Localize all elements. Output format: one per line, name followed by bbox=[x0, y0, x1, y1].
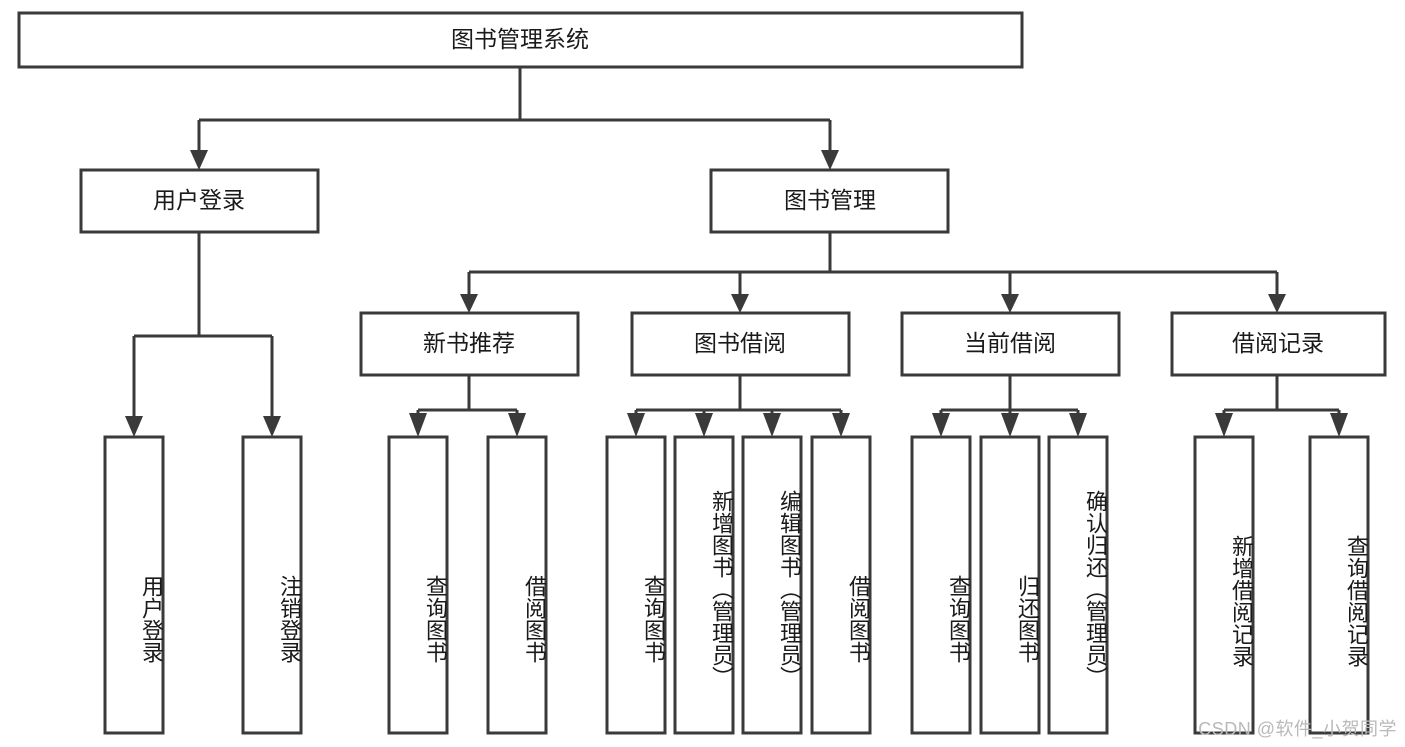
leaf-box-book-borrow-4[interactable] bbox=[810, 435, 872, 735]
arrow-head-borrow-record bbox=[1268, 294, 1286, 313]
arrow-head-book-mgmt bbox=[821, 150, 839, 170]
leaf-box-current-borrow-2[interactable] bbox=[979, 435, 1041, 735]
leaf-box-new-book-2[interactable] bbox=[486, 435, 548, 735]
leaf-box-user-login-1[interactable] bbox=[103, 435, 165, 735]
node-current-borrow-label: 当前借阅 bbox=[964, 330, 1056, 356]
arrow-head-leaf-book-borrow-4 bbox=[832, 413, 850, 437]
csdn-watermark: CSDN @软件_小贺同学 bbox=[1198, 719, 1397, 739]
node-user-login-box[interactable] bbox=[79, 168, 320, 234]
node-borrow-record[interactable]: 借阅记录 bbox=[1170, 311, 1387, 377]
arrow-head-leaf-new-book-1 bbox=[409, 413, 427, 437]
arrow-head-leaf-borrow-record-1 bbox=[1215, 413, 1233, 437]
node-root[interactable]: 图书管理系统 bbox=[17, 11, 1024, 69]
arrow-head-new-book-recommend bbox=[460, 294, 478, 313]
node-new-book-recommend-box[interactable] bbox=[359, 311, 580, 377]
node-user-login-label: 用户登录 bbox=[153, 187, 245, 213]
leaf-box-current-borrow-3[interactable] bbox=[1047, 435, 1109, 735]
leaf-box-user-login-2[interactable] bbox=[241, 435, 303, 735]
node-book-management-box[interactable] bbox=[709, 168, 950, 234]
arrow-head-leaf-book-borrow-2 bbox=[695, 413, 713, 437]
node-book-management[interactable]: 图书管理 bbox=[709, 168, 950, 234]
arrow-head-leaf-current-borrow-2 bbox=[1001, 413, 1019, 437]
node-book-borrow[interactable]: 图书借阅 bbox=[630, 311, 851, 377]
arrow-head-leaf-user-login-2 bbox=[263, 416, 281, 437]
arrow-head-leaf-new-book-2 bbox=[508, 413, 526, 437]
arrow-head-leaf-book-borrow-3 bbox=[763, 413, 781, 437]
node-new-book-recommend[interactable]: 新书推荐 bbox=[359, 311, 580, 377]
node-current-borrow-box[interactable] bbox=[900, 311, 1121, 377]
node-user-login[interactable]: 用户登录 bbox=[79, 168, 320, 234]
node-book-borrow-box[interactable] bbox=[630, 311, 851, 377]
leaf-box-new-book-1[interactable] bbox=[387, 435, 449, 735]
arrow-head-leaf-current-borrow-1 bbox=[932, 413, 950, 437]
arrow-head-leaf-current-borrow-3 bbox=[1069, 413, 1087, 437]
node-root-box[interactable] bbox=[17, 11, 1024, 69]
node-borrow-record-label: 借阅记录 bbox=[1232, 330, 1324, 356]
node-book-borrow-label: 图书借阅 bbox=[694, 330, 786, 356]
arrow-head-leaf-user-login-1 bbox=[125, 416, 143, 437]
node-book-management-label: 图书管理 bbox=[784, 187, 876, 213]
leaf-box-current-borrow-1[interactable] bbox=[910, 435, 972, 735]
node-new-book-recommend-label: 新书推荐 bbox=[423, 330, 515, 356]
arrow-head-user-login bbox=[190, 150, 208, 170]
leaf-box-book-borrow-1[interactable] bbox=[605, 435, 667, 735]
arrow-head-current-borrow bbox=[1001, 294, 1019, 313]
arrow-head-leaf-book-borrow-1 bbox=[627, 413, 645, 437]
arrow-head-book-borrow bbox=[731, 294, 749, 313]
arrow-head-leaf-borrow-record-2 bbox=[1330, 413, 1348, 437]
node-root-label: 图书管理系统 bbox=[451, 26, 589, 52]
leaf-box-borrow-record-1[interactable] bbox=[1193, 435, 1255, 735]
leaf-box-book-borrow-2[interactable] bbox=[673, 435, 735, 735]
leaf-box-borrow-record-2[interactable] bbox=[1308, 435, 1370, 735]
node-current-borrow[interactable]: 当前借阅 bbox=[900, 311, 1121, 377]
connector-layer bbox=[125, 67, 1348, 437]
node-borrow-record-box[interactable] bbox=[1170, 311, 1387, 377]
leaf-box-book-borrow-3[interactable] bbox=[741, 435, 803, 735]
